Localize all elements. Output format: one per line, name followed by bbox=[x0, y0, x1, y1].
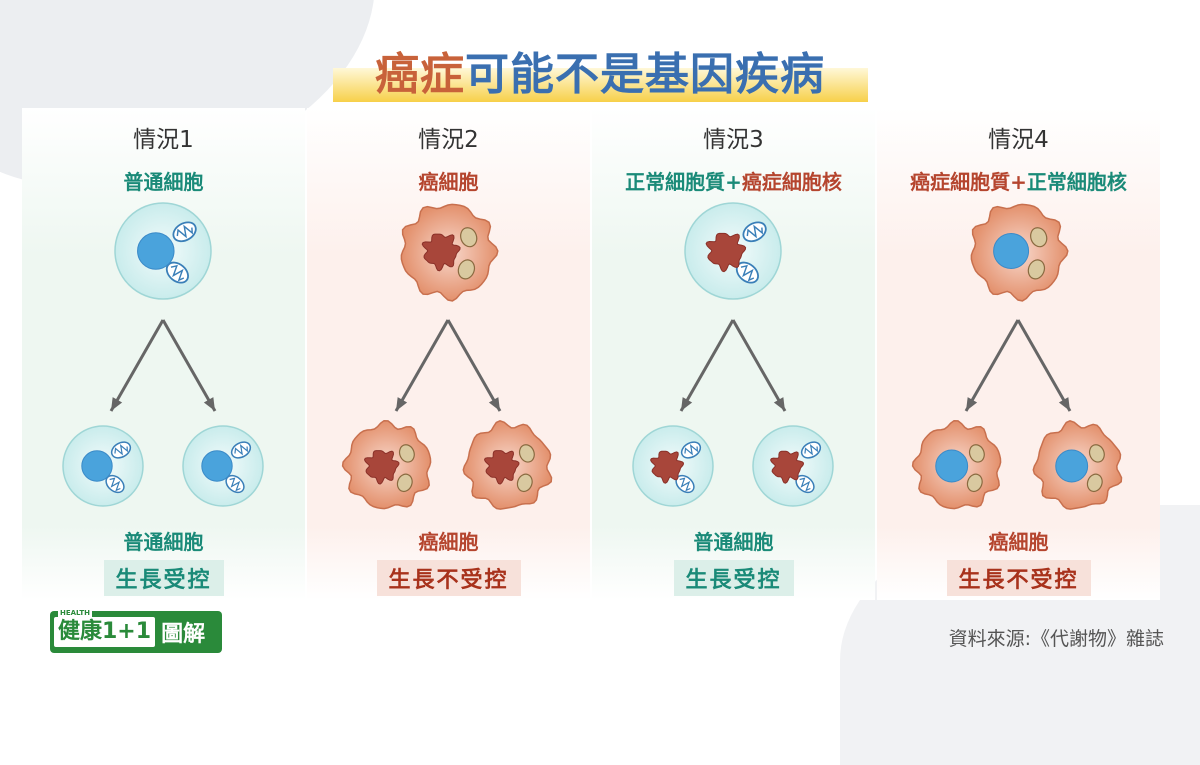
growth-badge: 生長受控 bbox=[103, 560, 224, 596]
daughter-cell bbox=[911, 419, 1002, 510]
case-heading: 情況2 bbox=[418, 127, 479, 153]
parent-cell bbox=[114, 202, 212, 300]
page-title: 癌症可能不是基因疾病 bbox=[375, 49, 825, 100]
nucleus-icon bbox=[770, 450, 805, 484]
mitochondrion-icon bbox=[172, 221, 197, 243]
case-heading: 情況1 bbox=[133, 127, 194, 153]
result-label: 癌細胞 bbox=[988, 530, 1049, 554]
organelle-icon bbox=[398, 444, 415, 463]
arrow-icon bbox=[1016, 319, 1072, 412]
nucleus-icon bbox=[1055, 449, 1089, 483]
brand-logo: HEALTH 健康1+1 圖解 bbox=[50, 609, 222, 653]
daughter-cell bbox=[182, 425, 264, 507]
nucleus-icon bbox=[201, 450, 233, 482]
organelle-icon bbox=[396, 473, 413, 493]
organelle-icon bbox=[966, 473, 983, 493]
growth-badge: 生長不受控 bbox=[376, 560, 521, 596]
organelle-icon bbox=[968, 444, 985, 463]
organelle-icon bbox=[1086, 473, 1103, 493]
mitochondrion-icon bbox=[165, 261, 189, 284]
nucleus-icon bbox=[935, 449, 969, 483]
mitochondrion-icon bbox=[230, 441, 252, 459]
arrow-icon bbox=[731, 319, 787, 412]
organelle-icon bbox=[1027, 259, 1046, 280]
result-label: 普通細胞 bbox=[123, 530, 204, 554]
case-panel-3: 情況3 正常細胞質+癌症細胞核 普通細胞 生長受控 bbox=[592, 108, 875, 600]
mitochondrion-icon bbox=[742, 221, 767, 243]
arrow-icon bbox=[964, 319, 1020, 412]
result-label: 普通細胞 bbox=[693, 530, 774, 554]
nucleus-icon bbox=[650, 450, 685, 484]
organelle-icon bbox=[460, 227, 478, 248]
nucleus-icon bbox=[705, 232, 747, 273]
daughter-cell bbox=[62, 425, 144, 507]
organelle-icon bbox=[516, 473, 533, 493]
source-note: 資料來源:《代謝物》雜誌 bbox=[948, 628, 1164, 650]
case-heading: 情況3 bbox=[703, 127, 764, 153]
arrow-icon bbox=[109, 319, 165, 412]
arrow-icon bbox=[394, 319, 450, 412]
arrow-icon bbox=[446, 319, 502, 412]
case-subtitle: 正常細胞質+癌症細胞核 bbox=[625, 170, 842, 194]
organelle-icon bbox=[1088, 444, 1105, 463]
title-highlight bbox=[333, 68, 868, 102]
result-label: 癌細胞 bbox=[418, 530, 479, 554]
case-panel-4: 情況4 癌症細胞質+正常細胞核 癌細胞 生長不受控 bbox=[877, 108, 1160, 600]
nucleus-icon bbox=[363, 450, 400, 485]
parent-cell bbox=[684, 202, 782, 300]
daughter-cell bbox=[341, 419, 432, 510]
mitochondrion-icon bbox=[110, 441, 132, 459]
parent-cell bbox=[970, 203, 1069, 302]
nucleus-icon bbox=[421, 233, 461, 272]
arrow-icon bbox=[161, 319, 217, 412]
mitochondrion-icon bbox=[800, 441, 822, 459]
organelle-icon bbox=[1030, 227, 1048, 248]
daughter-cell bbox=[752, 425, 834, 507]
case-panel-2: 情況2 癌細胞 癌細胞 生長不受控 bbox=[307, 108, 590, 600]
case-subtitle: 癌症細胞質+正常細胞核 bbox=[910, 170, 1127, 194]
organelle-icon bbox=[518, 444, 535, 463]
organelle-icon bbox=[457, 259, 476, 280]
daughter-cell bbox=[1032, 419, 1123, 510]
daughter-cell bbox=[632, 425, 714, 507]
nucleus-icon bbox=[993, 233, 1030, 269]
nucleus-icon bbox=[137, 232, 175, 270]
mitochondrion-icon bbox=[680, 441, 702, 459]
nucleus-icon bbox=[483, 450, 520, 485]
case-subtitle: 普通細胞 bbox=[123, 170, 204, 194]
parent-cell bbox=[400, 203, 499, 302]
nucleus-icon bbox=[81, 450, 113, 482]
daughter-cell bbox=[462, 419, 553, 510]
case-panel-1: 情況1 普通細胞 普通細胞 生長受控 bbox=[22, 108, 305, 600]
case-heading: 情況4 bbox=[988, 127, 1049, 153]
growth-badge: 生長受控 bbox=[673, 560, 794, 596]
case-subtitle: 癌細胞 bbox=[418, 170, 479, 194]
growth-badge: 生長不受控 bbox=[946, 560, 1091, 596]
arrow-icon bbox=[679, 319, 735, 412]
